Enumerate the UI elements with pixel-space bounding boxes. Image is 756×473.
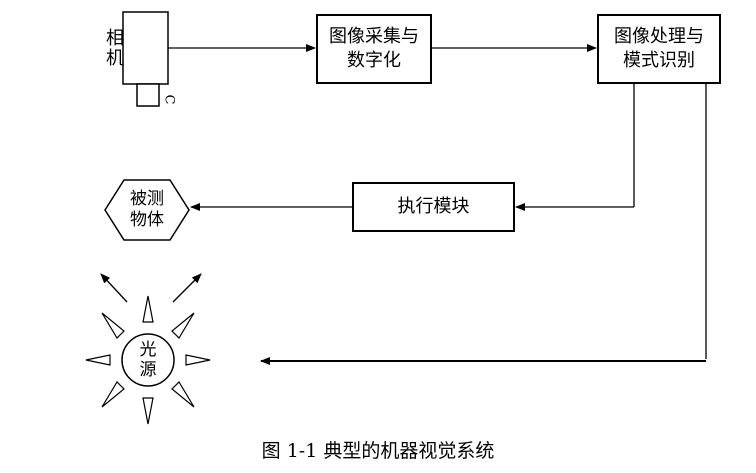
ray-right: [185, 354, 211, 366]
light-source-circle: [121, 333, 175, 387]
camera-lens: [136, 83, 160, 107]
object-label-line2: 物体: [130, 210, 164, 230]
exec-label: 执行模块: [397, 196, 470, 217]
object-label-line1: 被测: [130, 189, 164, 209]
acquire-label-line2: 数字化: [347, 50, 401, 71]
ray-left: [85, 354, 111, 366]
ray-arrow-top-right: [172, 273, 202, 303]
ray-top: [142, 295, 154, 323]
ray-bottom-left: [101, 381, 125, 408]
figure-caption: 图 1-1 典型的机器视觉系统: [261, 440, 495, 462]
object-label: 被测 物体: [105, 180, 189, 240]
ray-top-right: [171, 312, 195, 339]
ray-top-left: [101, 312, 125, 339]
ray-bottom: [142, 397, 154, 425]
acquire-box: [316, 14, 432, 84]
camera-label: 相机: [103, 28, 124, 68]
object-hexagon: [104, 179, 190, 241]
light-rays: [85, 295, 211, 425]
process-label-line2: 模式识别: [623, 50, 695, 71]
light-label-line2: 源: [139, 360, 157, 380]
ray-bottom-right: [171, 381, 195, 408]
process-label-line1: 图像处理与: [614, 26, 704, 47]
ray-arrow-top-left: [100, 273, 128, 303]
process-label: 图像处理与 模式识别: [598, 15, 720, 83]
acquire-label-line1: 图像采集与: [329, 26, 419, 47]
acquire-label: 图像采集与 数字化: [317, 15, 431, 83]
camera-body: [122, 11, 169, 85]
process-box: [597, 14, 721, 84]
light-label: 光 源: [122, 334, 174, 386]
light-label-line1: 光: [139, 340, 157, 360]
exec-box: [352, 182, 515, 232]
camera-tag: C: [161, 94, 177, 105]
